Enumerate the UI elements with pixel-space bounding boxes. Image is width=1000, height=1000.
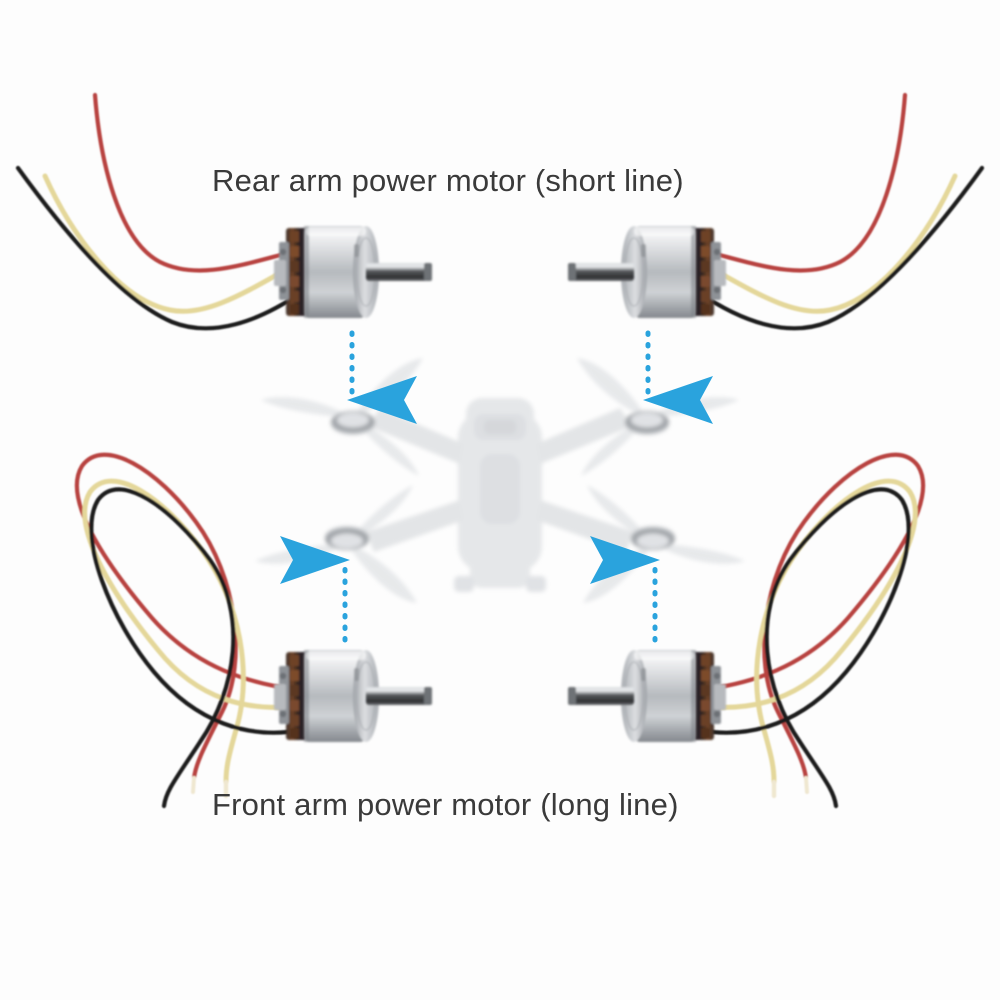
- wire-red-rear-right: [697, 92, 908, 273]
- wire-black-rear-left: [15, 165, 305, 331]
- front-right-motor-group: [568, 452, 926, 809]
- drone-ghost: [255, 358, 745, 603]
- rear-motor-label: Rear arm power motor (short line): [212, 163, 684, 198]
- wire-red-front-left: [74, 452, 303, 781]
- wire-red-rear-left: [92, 92, 303, 273]
- front-motor-label: Front arm power motor (long line): [212, 787, 679, 822]
- wire-black-rear-right: [695, 165, 985, 331]
- wire-yellow-front-right: [697, 478, 918, 785]
- wire-yellow-rear-left: [42, 173, 303, 314]
- front-left-motor-group: [74, 452, 432, 809]
- wire-black-front-left: [89, 487, 305, 809]
- rear-left-motor-group: [15, 92, 432, 424]
- wire-yellow-front-left: [82, 478, 303, 785]
- wire-black-front-right: [695, 487, 911, 809]
- rear-right-motor-group: [568, 92, 985, 424]
- wire-red-front-right: [697, 452, 926, 781]
- wire-yellow-rear-right: [697, 173, 958, 314]
